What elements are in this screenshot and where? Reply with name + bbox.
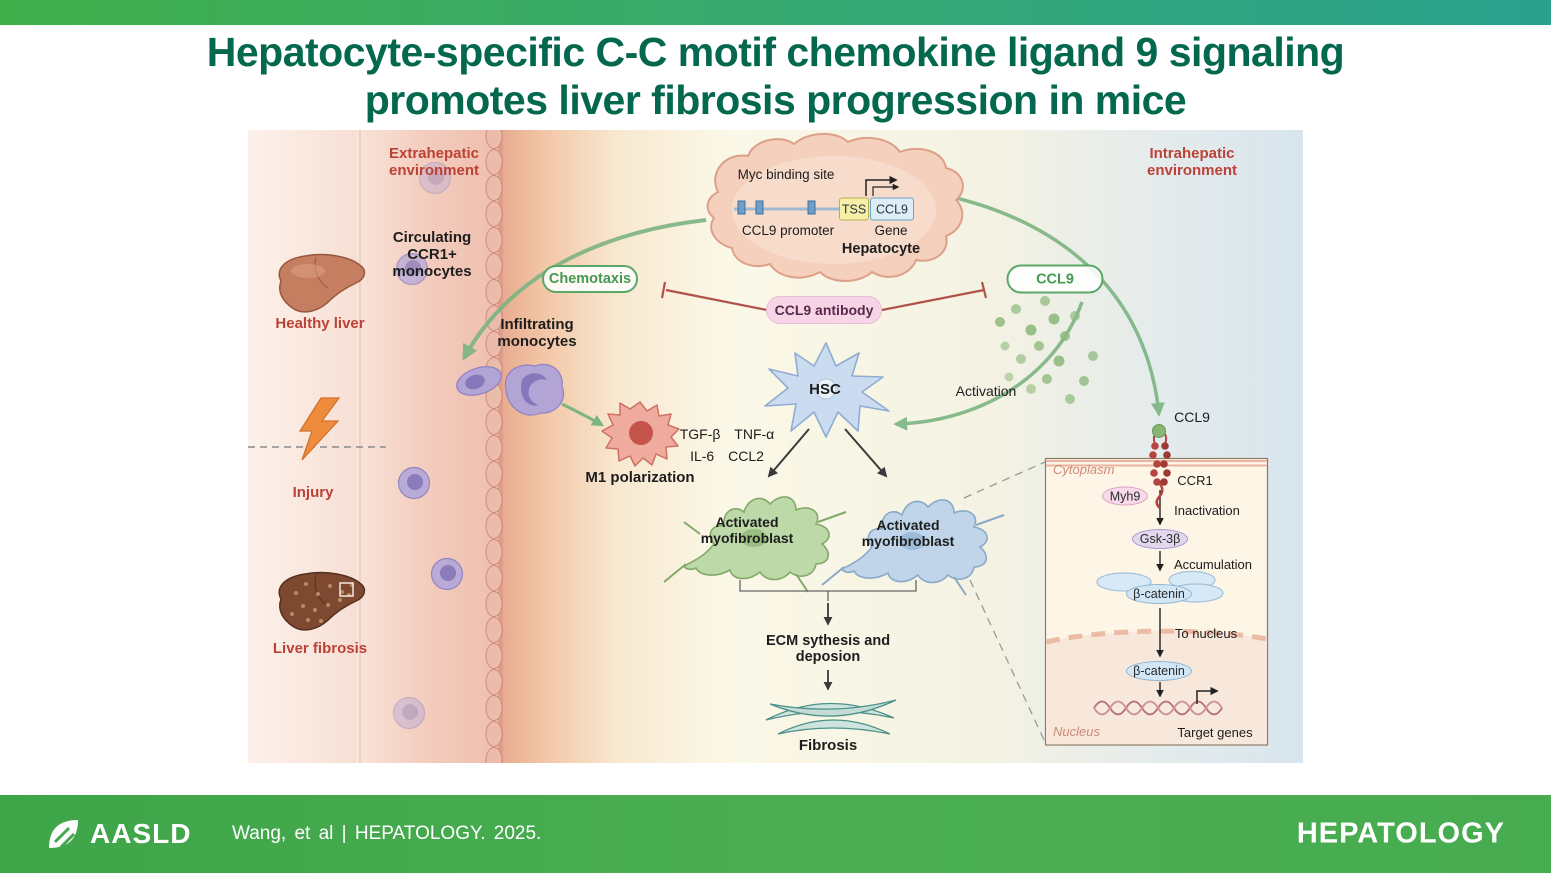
beta-catenin-cytoplasm-oval: β-catenin [1126,584,1192,604]
accumulation-label: Accumulation [1173,557,1253,572]
inset-zoom-connectors [963,461,1046,743]
to-nucleus-label: To nucleus [1174,626,1238,641]
m1-polarization-label: M1 polarization [585,469,695,486]
hsc-activation-arrow [893,301,1084,431]
infiltrating-monocytes-label: Infiltrating monocytes [497,316,577,350]
m1-macrophage-cell [601,401,680,467]
healthy-liver-icon [278,253,366,313]
antibody-inhibition-lines [660,281,988,312]
myofibroblast-blue-cell [821,499,1005,596]
hepatocyte-label: Hepatocyte [841,241,921,257]
citation-text: Wang, et al | HEPATOLOGY. 2025. [232,823,542,844]
graphical-abstract: Extrahepatic environment Intrahepatic en… [248,130,1303,763]
nucleus-region [1046,631,1267,744]
injury-lightning-icon [298,397,341,461]
ccr1-receptor [1149,431,1171,509]
gsk3b-oval: Gsk-3β [1132,529,1188,549]
infiltrating-monocyte-cells [456,363,565,416]
blood-vessel [356,130,503,763]
gene-promoter-line [734,207,840,211]
liver-fibrosis-label: Liver fibrosis [272,640,368,657]
cytokines-line1: TGF-β TNF-α [679,426,775,442]
target-gene-transcription-arrow [1196,686,1219,704]
myc-binding-site-marks [737,200,816,215]
hsc-differentiation-arrow-right [844,428,888,478]
zoom-square [339,582,354,597]
cytoplasm-label: Cytoplasm [1053,462,1115,477]
target-genes-label: Target genes [1177,725,1253,740]
gene-label: Gene [874,223,908,238]
beta-catenin-nucleus-oval: β-catenin [1126,661,1192,681]
hsc-cell [764,342,890,438]
aasld-logo: AASLD [45,795,191,873]
fibrotic-liver-icon [278,571,366,631]
myofibroblast-right-label: Activated myofibroblast [861,517,955,549]
transcription-arrow [865,175,898,196]
extrahepatic-environment-label: Extrahepatic environment [388,145,480,179]
myofibroblast-left-label: Activated myofibroblast [700,514,794,546]
aasld-logo-text: AASLD [90,818,192,849]
healthy-liver-label: Healthy liver [275,315,365,332]
ccr1-label: CCR1 [1177,473,1213,488]
transcription-arrow-2 [872,183,900,196]
footer-bar: AASLD Wang, et al | HEPATOLOGY. 2025. HE… [0,795,1551,873]
ccl9-gene-box: CCL9 [870,197,914,221]
myofibroblast-green-cell [663,496,847,593]
ccl9-molecules [995,296,1098,404]
chemotaxis-pill: Chemotaxis [542,265,638,293]
page-title: Hepatocyte-specific C-C motif chemokine … [206,29,1345,124]
fibrosis-label: Fibrosis [798,737,858,754]
nuclear-membrane [1045,628,1268,645]
circulating-monocytes-label: Circulating CCR1+ monocytes [392,229,472,280]
myc-binding-site-label: Myc binding site [737,167,835,182]
ccl9-ligand-dot [1152,424,1166,438]
ccl9-promoter-label: CCL9 promoter [741,223,835,238]
aasld-leaf-icon [49,820,78,849]
tss-box: TSS [839,197,869,221]
ccl9-pill: CCL9 [1006,264,1104,294]
ecm-label: ECM sythesis and deposion [765,633,891,666]
cytokines-line2: IL-6 CCL2 [690,448,764,464]
dna-helix [1093,700,1223,716]
injury-label: Injury [292,484,334,501]
fibrosis-fibers [765,699,897,735]
hsc-differentiation-arrow-left [767,428,810,478]
ccl9-ligand-label: CCL9 [1174,409,1210,425]
ccl9-antibody-pill: CCL9 antibody [766,296,882,324]
activation-label: Activation [955,383,1017,399]
endothelial-cell-wall [485,130,503,763]
journal-name: HEPATOLOGY [1296,817,1505,850]
hsc-label: HSC [809,381,841,398]
diagram-artwork [248,130,1269,763]
inactivation-label: Inactivation [1174,503,1240,518]
top-accent-bar [0,0,1551,25]
intrahepatic-environment-label: Intrahepatic environment [1146,145,1238,179]
monocyte-to-m1-arrow [561,402,605,427]
myofibroblast-brace [739,580,917,601]
hepatocyte-cell [706,133,964,282]
nucleus-label: Nucleus [1053,724,1100,739]
chemotaxis-arrow [462,218,707,361]
myh9-oval: Myh9 [1102,486,1148,506]
ccl9-secretion-arrow [947,194,1165,417]
